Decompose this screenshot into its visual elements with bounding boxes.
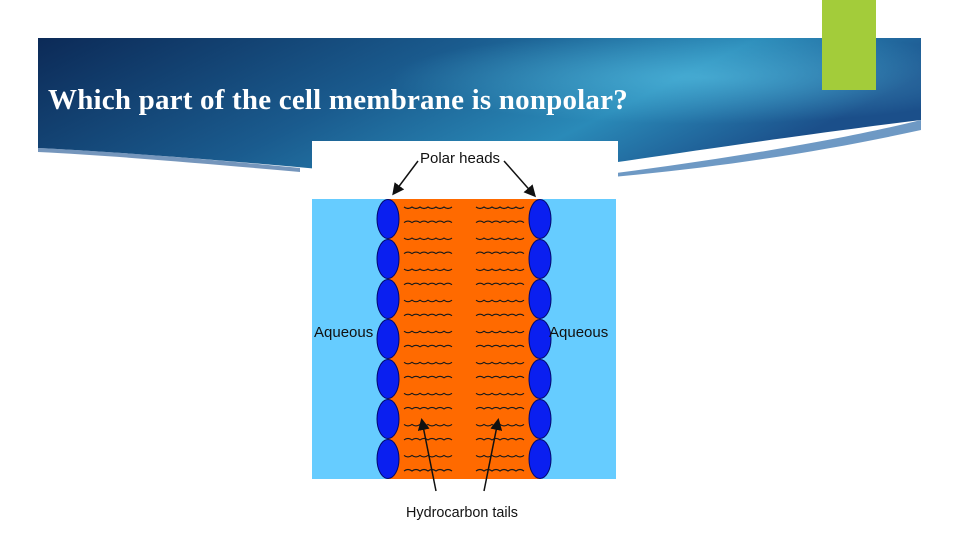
- polar-head: [528, 399, 552, 439]
- tail-squiggle: [475, 454, 525, 458]
- tail-squiggle: [475, 299, 525, 303]
- title-banner: [38, 38, 921, 178]
- tail-squiggle: [475, 468, 525, 472]
- tail-squiggle: [403, 437, 453, 441]
- tail-squiggle: [403, 220, 453, 224]
- label-polar-heads: Polar heads: [420, 150, 500, 167]
- tail-squiggle: [475, 206, 525, 210]
- hydrocarbon-region: [388, 199, 540, 479]
- arrow-icon: [392, 160, 536, 492]
- tail-squiggle: [403, 361, 453, 365]
- tail-squiggle: [403, 454, 453, 458]
- tail-squiggle: [475, 392, 525, 396]
- slide-title: Which part of the cell membrane is nonpo…: [48, 84, 628, 116]
- tail-squiggle: [403, 344, 453, 348]
- tail-squiggle: [475, 406, 525, 410]
- tail-squiggle: [403, 268, 453, 272]
- polar-head: [528, 199, 552, 239]
- tail-squiggle: [475, 330, 525, 334]
- tail-squiggle: [475, 237, 525, 241]
- tail-squiggle: [403, 237, 453, 241]
- polar-head: [528, 439, 552, 479]
- tail-squiggle: [403, 251, 453, 255]
- polar-heads: [376, 199, 552, 479]
- tail-squiggle: [403, 282, 453, 286]
- polar-head: [376, 199, 400, 239]
- tail-squiggle: [475, 344, 525, 348]
- tail-squiggle: [403, 330, 453, 334]
- label-aqueous-left: Aqueous: [314, 324, 373, 341]
- polar-head: [528, 319, 552, 359]
- label-aqueous-right: Aqueous: [549, 324, 608, 341]
- polar-head: [376, 439, 400, 479]
- polar-head: [528, 279, 552, 319]
- tail-squiggle: [475, 375, 525, 379]
- tail-squiggle: [475, 437, 525, 441]
- tail-squiggle: [475, 220, 525, 224]
- polar-head: [376, 279, 400, 319]
- tail-squiggle: [475, 282, 525, 286]
- tail-squiggle: [475, 313, 525, 317]
- tail-squiggle: [475, 268, 525, 272]
- hydrocarbon-tails: [403, 206, 525, 472]
- tail-squiggle: [403, 406, 453, 410]
- tail-squiggle: [403, 468, 453, 472]
- polar-head: [376, 319, 400, 359]
- polar-head: [376, 239, 400, 279]
- polar-head: [376, 359, 400, 399]
- polar-head: [528, 239, 552, 279]
- tail-squiggle: [475, 251, 525, 255]
- polar-head: [528, 359, 552, 399]
- membrane-diagram: Polar heads Aqueous Aqueous Hydrocarbon …: [312, 141, 618, 530]
- tail-squiggle: [475, 361, 525, 365]
- accent-bar: [822, 0, 876, 90]
- tail-squiggle: [403, 375, 453, 379]
- tail-squiggle: [403, 313, 453, 317]
- polar-head: [376, 399, 400, 439]
- tail-squiggle: [403, 392, 453, 396]
- label-hydrocarbon-tails: Hydrocarbon tails: [406, 504, 518, 521]
- tail-squiggle: [403, 206, 453, 210]
- tail-squiggle: [403, 299, 453, 303]
